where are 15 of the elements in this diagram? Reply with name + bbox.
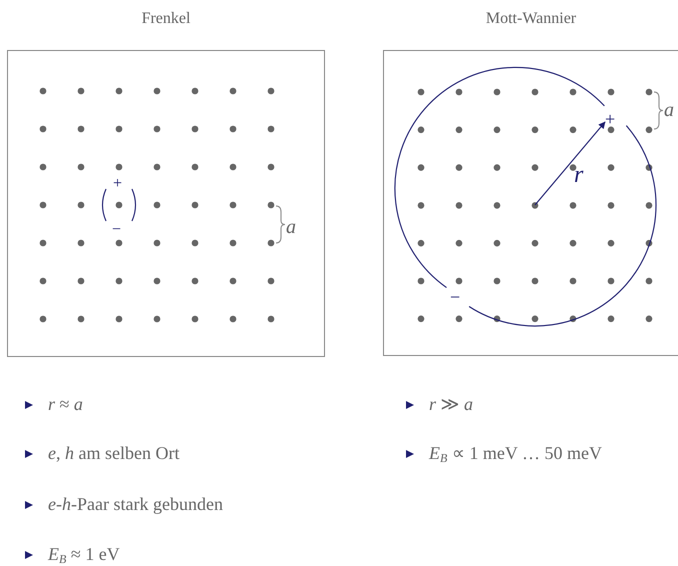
panel-title: Frenkel [140, 10, 192, 28]
plus-sign: + [113, 176, 122, 192]
minus-sign: − [112, 222, 122, 238]
bullet-text: r ≈ a [48, 395, 83, 413]
bullet-text: e-h-Paar stark gebunden [48, 495, 223, 513]
plus-sign: + [605, 110, 616, 128]
lattice-constant-label: a [286, 217, 296, 237]
bullet-text: e, h am selben Ort [48, 444, 180, 462]
bullet-text: r ≫ a [429, 395, 474, 413]
panel-title: Mott-Wannier [484, 10, 578, 28]
bullet-text: E$_{B}$ ∝ 1 meV … 50 meV [429, 444, 602, 464]
radius-label: r [574, 163, 584, 187]
minus-sign: − [450, 288, 460, 306]
lattice-constant-label: a [664, 100, 674, 120]
bullet-text: E$_{B}$ ≈ 1 eV [48, 545, 120, 565]
